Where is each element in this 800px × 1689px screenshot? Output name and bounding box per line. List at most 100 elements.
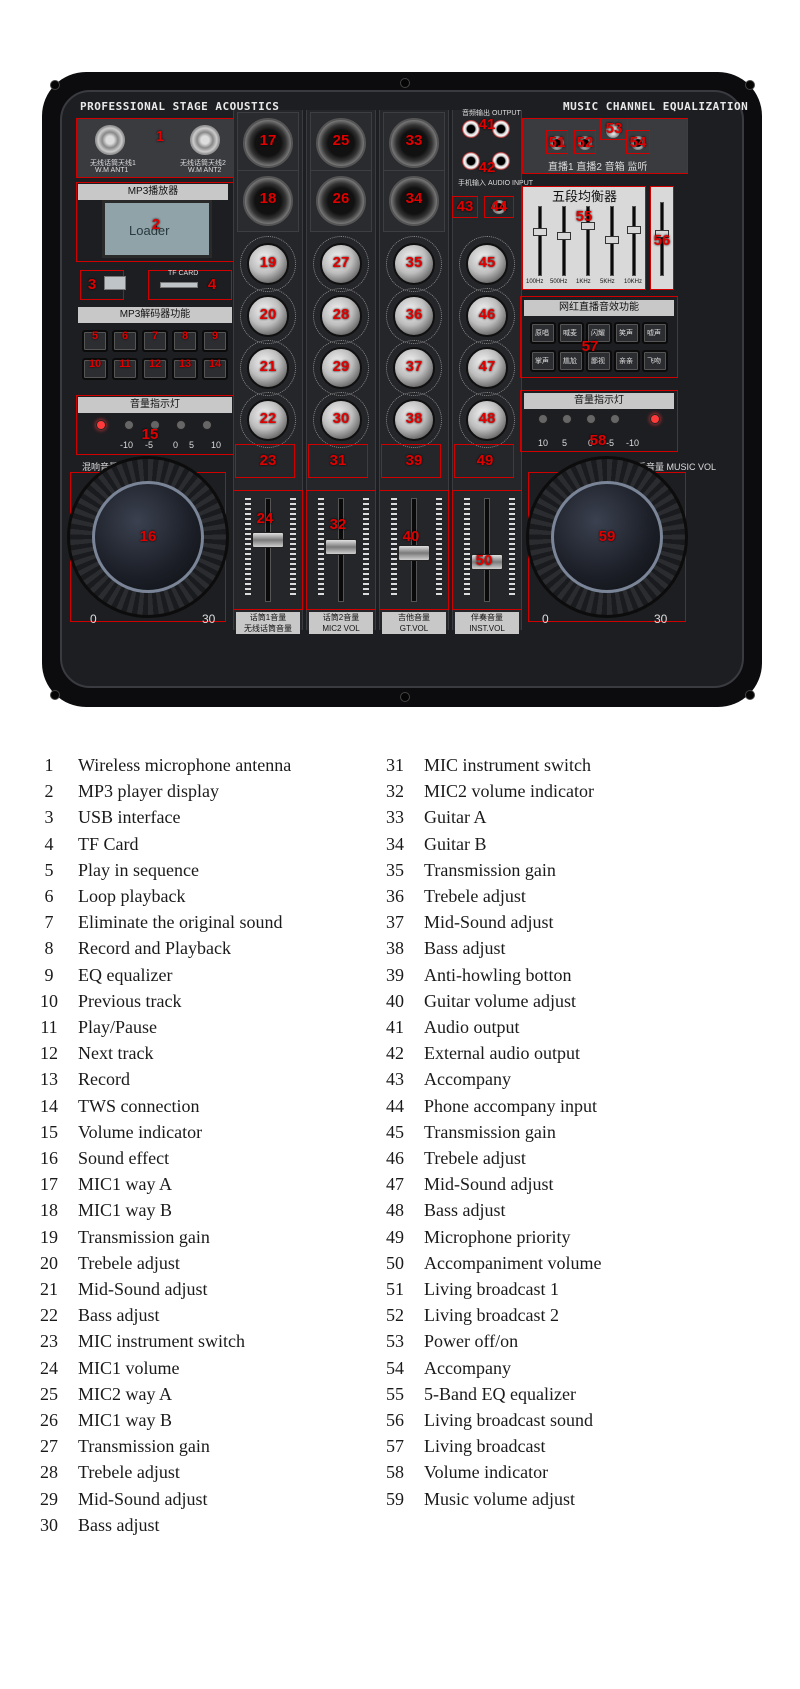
strip-label-4: 伴奏音量 INST.VOL [455, 612, 519, 634]
record-playback-button[interactable] [172, 330, 198, 352]
living-broadcast-1-jack[interactable] [550, 136, 564, 150]
mic2-volume-fader[interactable] [325, 538, 357, 555]
mic-instrument-switch-2[interactable] [308, 444, 368, 478]
tag-8: 8 [181, 330, 189, 342]
tag-15: 15 [141, 426, 159, 443]
living-broadcast-sound-slider[interactable] [655, 230, 669, 238]
eq-band-10khz[interactable] [627, 226, 641, 234]
vu-scale-right-0: 10 [538, 438, 549, 448]
audio-output-jack[interactable] [492, 120, 510, 138]
antenna-connector-2[interactable] [190, 125, 220, 155]
mic1-gain-knob[interactable] [247, 243, 289, 285]
power-switch[interactable] [606, 124, 620, 138]
strip-label-3: 吉他音量 GT.VOL [382, 612, 446, 634]
mic2-gain-knob[interactable] [320, 243, 362, 285]
live-effect-button[interactable]: 闪耀 [586, 322, 612, 344]
mic2-mid-knob[interactable] [320, 347, 362, 389]
accompany-bass-knob[interactable] [466, 399, 508, 441]
guitar-bass-knob[interactable] [393, 399, 435, 441]
tf-card-slot[interactable] [160, 282, 198, 288]
accompaniment-volume-fader[interactable] [471, 553, 503, 570]
jog-left-max: 30 [202, 612, 216, 626]
usb-interface[interactable] [104, 276, 126, 290]
tws-connection-button[interactable] [202, 358, 228, 380]
mic-instrument-switch-1[interactable] [235, 444, 295, 478]
external-audio-output-jack[interactable] [492, 152, 510, 170]
live-effect-button[interactable]: 亲亲 [614, 350, 640, 372]
anti-howling-button[interactable] [381, 444, 441, 478]
external-audio-output-jack[interactable] [462, 152, 480, 170]
mic1-treble-knob[interactable] [247, 295, 289, 337]
living-broadcast-2-jack[interactable] [578, 136, 592, 150]
tag-11: 11 [119, 358, 131, 370]
eq-freq-3: 5KHz [600, 279, 615, 285]
guitar-a-jack[interactable] [389, 118, 439, 168]
tf-label: TF CARD [168, 270, 199, 277]
music-volume-jog-center[interactable] [551, 481, 663, 593]
live-effect-button[interactable]: 鄙视 [586, 350, 612, 372]
eq-band-1khz[interactable] [581, 222, 595, 230]
fader-box-3 [379, 490, 449, 610]
eq-band-500hz[interactable] [557, 232, 571, 240]
legend-number: 44 [386, 1095, 404, 1116]
microphone-priority-button[interactable] [454, 444, 514, 478]
live-effect-button[interactable]: 喊麦 [558, 322, 584, 344]
guitar-treble-knob[interactable] [393, 295, 435, 337]
legend-text: Guitar A [424, 807, 487, 828]
legend-text: External audio output [424, 1043, 580, 1064]
sound-effect-jog-center[interactable] [92, 481, 204, 593]
play-pause-button[interactable] [112, 358, 138, 380]
strip-label-1-line-1: 话筒1音量 [249, 613, 287, 622]
guitar-mid-knob[interactable] [393, 347, 435, 389]
vu-led [176, 420, 186, 430]
tag-19: 19 [259, 254, 277, 271]
legend-number: 28 [40, 1462, 58, 1483]
next-track-button[interactable] [142, 358, 168, 380]
eq-band-100hz[interactable] [533, 228, 547, 236]
screw-icon [400, 78, 410, 88]
live-effect-button[interactable]: 原唱 [530, 322, 556, 344]
guitar-volume-fader[interactable] [398, 544, 430, 561]
accompany-gain-knob[interactable] [466, 243, 508, 285]
previous-track-button[interactable] [82, 358, 108, 380]
mic2-bass-knob[interactable] [320, 399, 362, 441]
phone-accompany-input-jack[interactable] [492, 200, 506, 214]
mic1-volume-fader[interactable] [252, 532, 284, 549]
legend-number: 15 [40, 1121, 58, 1142]
vu-right-box [520, 390, 678, 452]
loop-playback-button[interactable] [112, 330, 138, 352]
eq-freq-4: 10KHz [624, 279, 643, 285]
tag-59: 59 [598, 528, 616, 545]
play-in-sequence-button[interactable] [82, 330, 108, 352]
guitar-gain-knob[interactable] [393, 243, 435, 285]
accompany-treble-knob[interactable] [466, 295, 508, 337]
legend-number: 19 [40, 1226, 58, 1247]
mic1-bass-knob[interactable] [247, 399, 289, 441]
live-effect-button[interactable]: 飞吻 [642, 350, 668, 372]
eq-equalizer-button[interactable] [202, 330, 228, 352]
screw-icon [50, 690, 60, 700]
legend-number: 10 [40, 990, 58, 1011]
legend-number: 39 [386, 964, 404, 985]
mic1-way-b-jack[interactable] [243, 176, 293, 226]
mic1-mid-knob[interactable] [247, 347, 289, 389]
audio-output-jack[interactable] [462, 120, 480, 138]
accompany-jack[interactable] [631, 136, 645, 150]
eq-slider [586, 206, 590, 276]
live-effect-button[interactable]: 笑声 [614, 322, 640, 344]
eliminate-original-sound-button[interactable] [142, 330, 168, 352]
live-effect-button[interactable]: 掌声 [530, 350, 556, 372]
accompany-mid-knob[interactable] [466, 347, 508, 389]
live-effect-button[interactable]: 嘘声 [642, 322, 668, 344]
mic1-way-a-jack[interactable] [243, 118, 293, 168]
guitar-b-jack[interactable] [389, 176, 439, 226]
legend-text: Volume indicator [424, 1462, 549, 1483]
mic2-way-a-jack[interactable] [316, 118, 366, 168]
mic2-way-b-jack[interactable] [316, 176, 366, 226]
legend-text: Sound effect [78, 1148, 170, 1168]
record-button[interactable] [172, 358, 198, 380]
live-effect-button[interactable]: 尴尬 [558, 350, 584, 372]
antenna-connector-1[interactable] [95, 125, 125, 155]
eq-band-5khz[interactable] [605, 236, 619, 244]
mic2-treble-knob[interactable] [320, 295, 362, 337]
